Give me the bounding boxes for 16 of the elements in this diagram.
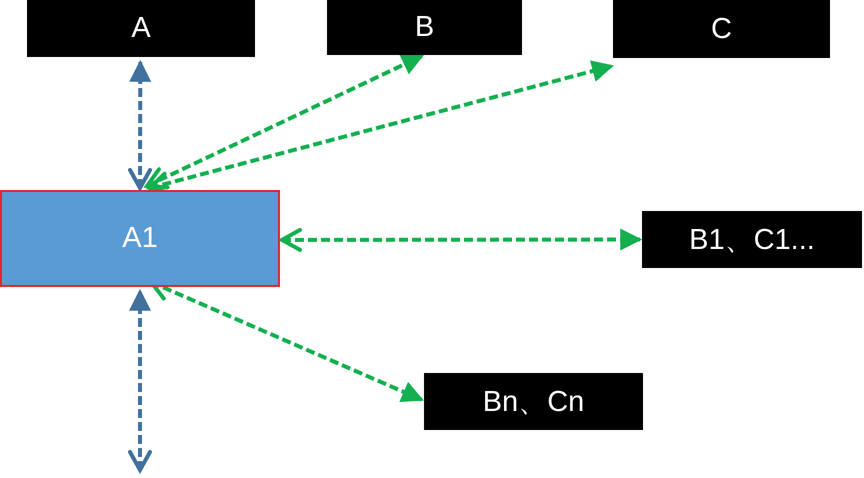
- node-label: A: [131, 12, 151, 45]
- label-box: [327, 0, 522, 55]
- node-label: Bn、Cn: [482, 384, 584, 420]
- node-label: B: [414, 11, 434, 44]
- process-box: [0, 190, 280, 287]
- node-label: B1、C1...: [689, 222, 815, 258]
- node-label: C: [711, 12, 732, 46]
- double-arrow: [128, 288, 152, 472]
- node-label: A1: [122, 222, 158, 255]
- label-box: [613, 0, 830, 58]
- label-box: [642, 211, 862, 268]
- label-box: [424, 373, 643, 430]
- double-arrow: [280, 228, 642, 252]
- label-box: [27, 0, 255, 57]
- double-arrow: [145, 54, 424, 190]
- double-arrow: [128, 60, 152, 190]
